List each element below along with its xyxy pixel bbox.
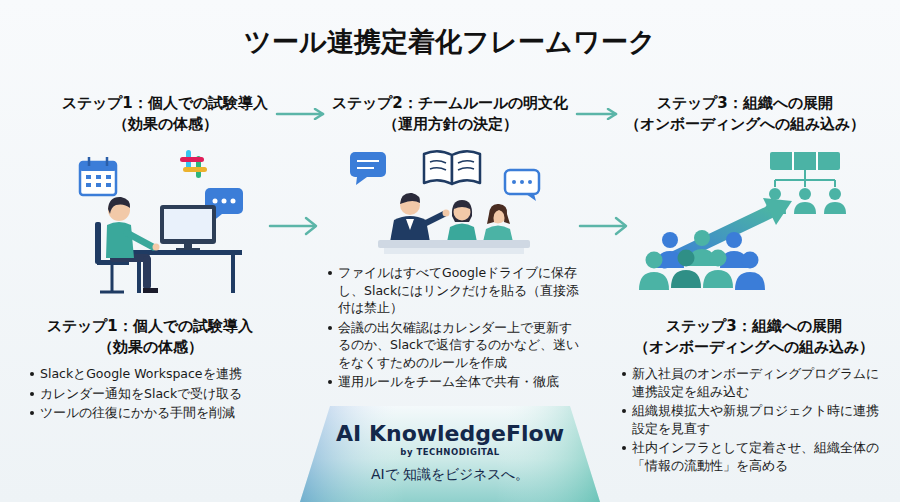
brand-tagline: AIで 知識をビジネスへ。	[300, 465, 600, 483]
slack-logo	[180, 150, 207, 178]
bullet-text: 新入社員のオンボーディングプログラムに連携設定を組み込む	[632, 365, 888, 400]
bullet-item: 会議の出欠確認はカレンダー上で更新するのか、Slackで返信するのかなど、迷いを…	[326, 319, 582, 372]
bullet-text: 運用ルールをチーム全体で共有・徹底	[338, 373, 559, 391]
bullet-item: ファイルはすべてGoogleドライブに保存し、Slackにはリンクだけを貼る（直…	[326, 264, 582, 317]
bullet-text: SlackとGoogle Workspaceを連携	[40, 365, 242, 383]
bullet-dot	[622, 446, 626, 450]
step-heading: ステップ2：チームルールの明文化 （運用方針の決定）	[329, 93, 571, 135]
step-title: ステップ1：個人での試験導入 （効果の体感）	[28, 316, 272, 358]
chat-bubble	[505, 170, 539, 201]
chat-bubble	[350, 152, 386, 185]
step-heading: ステップ3：組織への展開 （オンボーディングへの組み込み）	[622, 93, 868, 135]
bullet-dot	[622, 409, 626, 413]
bullet-text: ファイルはすべてGoogleドライブに保存し、Slackにはリンクだけを貼る（直…	[338, 264, 582, 317]
person-at-desk	[95, 197, 242, 293]
page-title: ツール連携定着化フレームワーク	[0, 24, 900, 60]
step-panel: ステップ3：組織への展開 （オンボーディングへの組み込み） 新入社員のオンボーディ…	[620, 316, 888, 474]
bullet-dot	[30, 372, 34, 376]
bullet-text: 会議の出欠確認はカレンダー上で更新するのか、Slackで返信するのかなど、迷いを…	[338, 319, 582, 372]
brand-name: AI KnowledgeFlow	[300, 421, 600, 447]
bullet-dot	[328, 380, 332, 384]
step-panel: ステップ1：個人での試験導入 （効果の体感） SlackとGoogle Works…	[28, 316, 272, 422]
brand-panel: AI KnowledgeFlowby TECHNODIGITAL AIで 知識をビ…	[300, 406, 600, 502]
bullet-item: カレンダー通知をSlackで受け取る	[28, 385, 272, 403]
step-heading: ステップ1：個人での試験導入 （効果の体感）	[59, 93, 271, 135]
bullet-text: ツールの往復にかかる手間を削減	[40, 404, 235, 422]
bullet-item: SlackとGoogle Workspaceを連携	[28, 365, 272, 383]
flow-arrow	[577, 113, 616, 116]
book-icon	[424, 151, 480, 184]
bullet-text: 社内インフラとして定着させ、組織全体の「情報の流動性」を高める	[632, 439, 888, 474]
step-title: ステップ2：チームルールの明文化 （運用方針の決定）	[332, 94, 567, 133]
bullet-dot	[622, 372, 626, 376]
bullet-item: 新入社員のオンボーディングプログラムに連携設定を組み込む	[620, 365, 888, 400]
bullet-dot	[30, 392, 34, 396]
bullet-item: 運用ルールをチーム全体で共有・徹底	[326, 373, 582, 391]
bullet-text: カレンダー通知をSlackで受け取る	[40, 385, 242, 403]
bullet-item: 社内インフラとして定着させ、組織全体の「情報の流動性」を高める	[620, 439, 888, 474]
bullet-item: 組織規模拡大や新規プロジェクト時に連携設定を見直す	[620, 402, 888, 437]
step-panel: ファイルはすべてGoogleドライブに保存し、Slackにはリンクだけを貼る（直…	[326, 262, 582, 391]
step-title: ステップ3：組織への展開 （オンボーディングへの組み込み）	[625, 94, 865, 133]
team-meeting	[378, 193, 530, 254]
bullet-text: 組織規模拡大や新規プロジェクト時に連携設定を見直す	[632, 402, 888, 437]
bullet-dot	[30, 411, 34, 415]
brand-byline: by TECHNODIGITAL	[300, 447, 600, 458]
calendar-icon	[80, 157, 116, 195]
bullet-dot	[328, 271, 332, 275]
step-title: ステップ1：個人での試験導入 （効果の体感）	[62, 94, 267, 133]
flow-arrow	[277, 113, 323, 116]
flow-arrow	[270, 218, 626, 234]
step-title: ステップ3：組織への展開 （オンボーディングへの組み込み）	[620, 316, 888, 358]
people-group	[639, 230, 765, 290]
bullet-item: ツールの往復にかかる手間を削減	[28, 404, 272, 422]
bullet-dot	[328, 326, 332, 330]
